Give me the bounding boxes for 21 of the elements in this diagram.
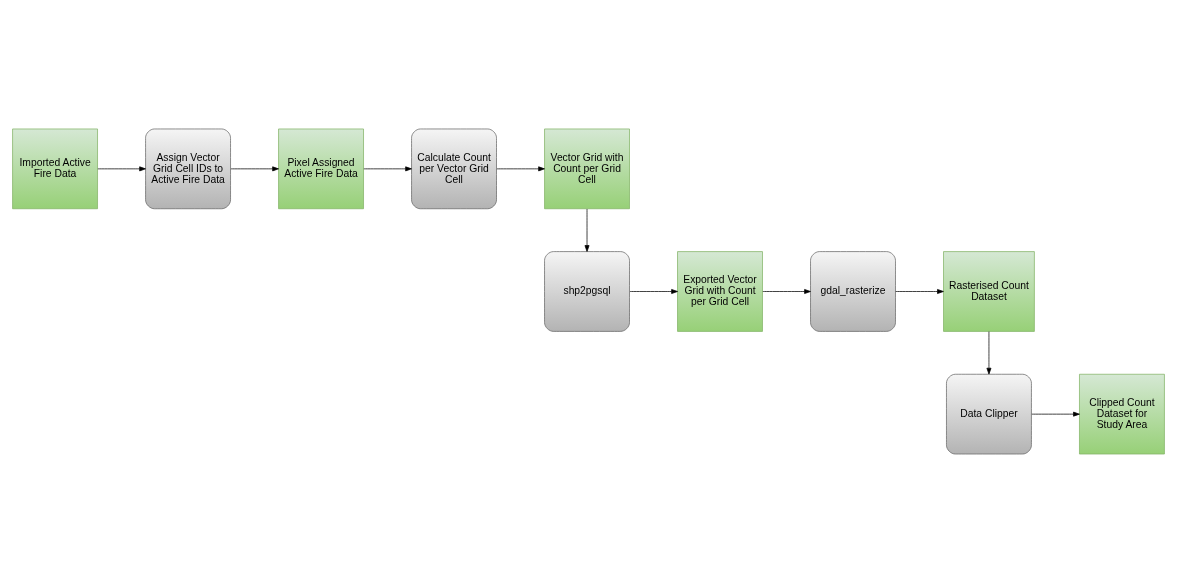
arrow <box>230 166 279 172</box>
node-box: Assign Vector Grid Cell IDs to Active Fire Data <box>145 128 231 210</box>
arrow <box>363 166 412 172</box>
node-box: shp2pgsql <box>544 251 630 332</box>
node-box: Pixel Assigned Active Fire Data <box>278 128 364 210</box>
node-box: Vector Grid with Count per Grid Cell <box>544 128 630 210</box>
node-box: Calculate Count per Vector Grid Cell <box>411 128 497 210</box>
node-box: Imported Active Fire Data <box>12 128 98 210</box>
arrow <box>496 166 545 172</box>
node-box: Rasterised Count Dataset <box>943 251 1035 332</box>
arrow <box>97 166 146 172</box>
node-box: Clipped Count Dataset for Study Area <box>1079 373 1165 455</box>
arrow <box>895 289 944 294</box>
arrow <box>584 208 590 252</box>
node-box: Data Clipper <box>946 373 1032 455</box>
node-box: gdal_rasterize <box>810 251 896 332</box>
arrow <box>629 289 678 294</box>
arrow <box>986 331 992 375</box>
node-box: Exported Vector Grid with Count per Grid Cell <box>677 251 763 332</box>
arrow <box>762 289 811 294</box>
arrow <box>1031 411 1080 417</box>
